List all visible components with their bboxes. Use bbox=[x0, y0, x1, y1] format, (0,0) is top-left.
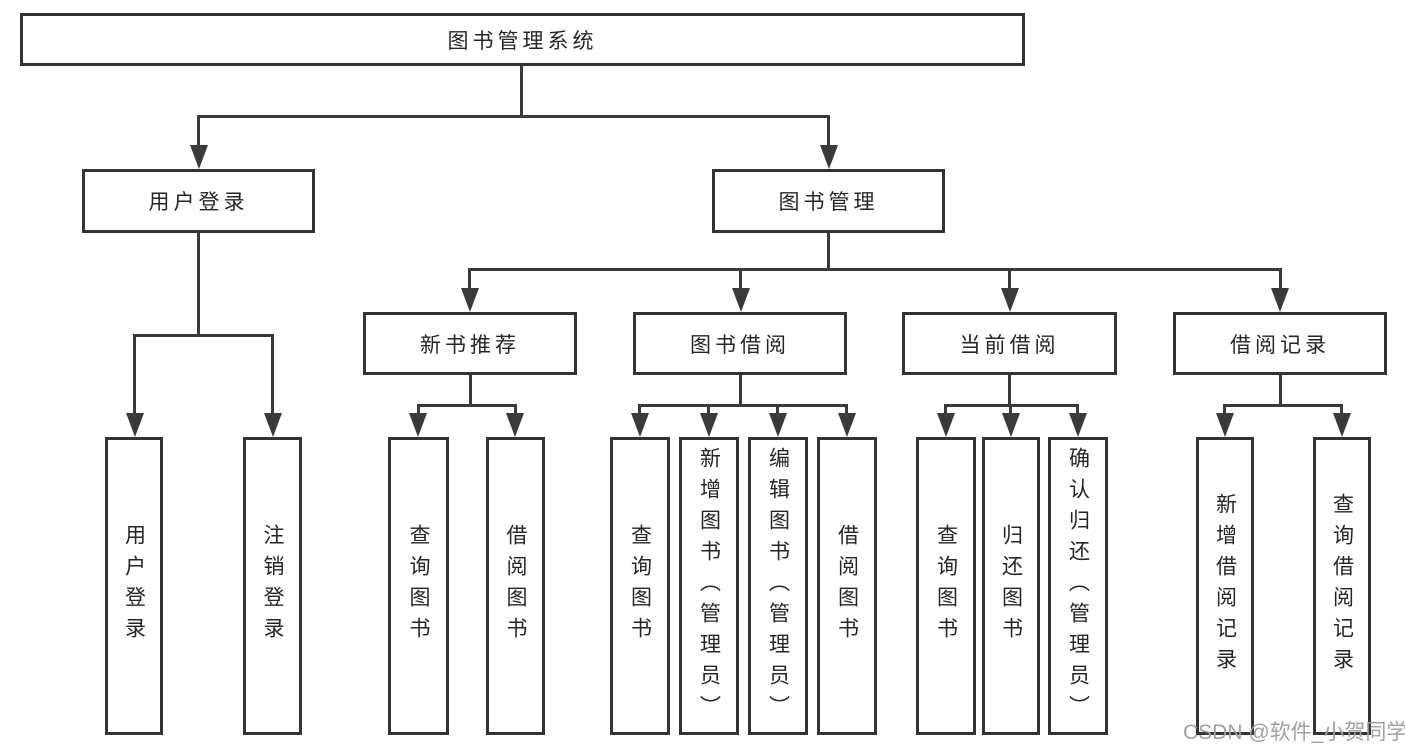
arrow-down-icon bbox=[769, 413, 787, 437]
node-label: 图书管理系统 bbox=[447, 29, 598, 53]
connector-vline bbox=[1340, 404, 1343, 416]
leaf-label: 注销登录 bbox=[261, 524, 284, 648]
leaf-label: 借阅图书 bbox=[504, 524, 527, 648]
connector-vline bbox=[638, 404, 641, 416]
connector-vline bbox=[271, 334, 274, 416]
leaf-label: 新增图书（管理员） bbox=[697, 446, 721, 726]
leaf-label: 查询图书 bbox=[934, 524, 958, 648]
connector-vline bbox=[520, 66, 523, 118]
connector-vline bbox=[707, 404, 710, 416]
connector-hline bbox=[638, 404, 848, 407]
leaf-borrow-books-borrow: 借阅图书 bbox=[817, 437, 877, 735]
connector-hline bbox=[468, 268, 1282, 271]
arrow-down-icon bbox=[1216, 413, 1234, 437]
node-label: 借阅记录 bbox=[1230, 333, 1330, 357]
leaf-edit-book-admin: 编辑图书（管理员） bbox=[748, 437, 808, 735]
connector-vline bbox=[469, 375, 472, 407]
leaf-label: 查询借阅记录 bbox=[1330, 493, 1354, 679]
arrow-down-icon bbox=[461, 288, 479, 312]
connector-vline bbox=[197, 115, 200, 148]
arrow-down-icon bbox=[838, 413, 856, 437]
connector-vline bbox=[827, 233, 830, 270]
connector-vline bbox=[1008, 375, 1011, 407]
arrow-down-icon bbox=[190, 145, 208, 169]
arrow-down-icon bbox=[1333, 413, 1351, 437]
connector-vline bbox=[776, 404, 779, 416]
leaf-query-books-borrow: 查询图书 bbox=[610, 437, 670, 735]
leaf-return-book: 归还图书 bbox=[982, 437, 1040, 735]
arrow-down-icon bbox=[820, 145, 838, 169]
node-label: 当前借阅 bbox=[959, 333, 1060, 357]
leaf-label: 确认归还（管理员） bbox=[1066, 446, 1090, 726]
watermark: CSDN @软件_小贺同学 bbox=[1183, 721, 1405, 744]
connector-hline bbox=[417, 404, 517, 407]
leaf-add-borrow-record: 新增借阅记录 bbox=[1196, 437, 1254, 735]
connector-hline bbox=[1223, 404, 1343, 407]
connector-vline bbox=[133, 334, 136, 416]
connector-vline bbox=[845, 404, 848, 416]
arrow-down-icon bbox=[732, 288, 750, 312]
arrow-down-icon bbox=[1001, 288, 1019, 312]
connector-vline bbox=[1279, 375, 1282, 407]
leaf-logout: 注销登录 bbox=[243, 437, 302, 735]
arrow-down-icon bbox=[700, 413, 718, 437]
connector-vline bbox=[1279, 268, 1282, 291]
connector-vline bbox=[739, 268, 742, 291]
node-label: 图书借阅 bbox=[690, 333, 790, 357]
node-current-borrow: 当前借阅 bbox=[902, 312, 1117, 375]
leaf-label: 新增借阅记录 bbox=[1213, 493, 1237, 679]
arrow-down-icon bbox=[506, 413, 524, 437]
arrow-down-icon bbox=[1271, 288, 1289, 312]
leaf-label: 归还图书 bbox=[999, 524, 1023, 648]
node-book-borrow: 图书借阅 bbox=[633, 312, 847, 375]
connector-vline bbox=[197, 233, 200, 336]
leaf-user-login: 用户登录 bbox=[105, 437, 163, 735]
connector-vline bbox=[1223, 404, 1226, 416]
leaf-label: 编辑图书（管理员） bbox=[766, 446, 790, 726]
leaf-query-books-recommend: 查询图书 bbox=[388, 437, 449, 735]
connector-hline bbox=[133, 334, 274, 337]
node-book-management: 图书管理 bbox=[712, 169, 945, 233]
arrow-down-icon bbox=[937, 413, 955, 437]
leaf-borrow-books-recommend: 借阅图书 bbox=[486, 437, 545, 735]
leaf-label: 用户登录 bbox=[122, 524, 146, 648]
node-new-book-recommend: 新书推荐 bbox=[363, 312, 577, 375]
connector-hline bbox=[197, 115, 830, 118]
arrow-down-icon bbox=[1069, 413, 1087, 437]
connector-vline bbox=[468, 268, 471, 291]
node-library-management-system: 图书管理系统 bbox=[20, 13, 1025, 66]
arrow-down-icon bbox=[264, 413, 282, 437]
connector-vline bbox=[1076, 404, 1079, 416]
connector-vline bbox=[1009, 404, 1012, 416]
leaf-query-books-current: 查询图书 bbox=[916, 437, 976, 735]
leaf-add-book-admin: 新增图书（管理员） bbox=[679, 437, 739, 735]
node-label: 用户登录 bbox=[148, 191, 249, 214]
leaf-confirm-return-admin: 确认归还（管理员） bbox=[1048, 437, 1108, 735]
connector-vline bbox=[417, 404, 420, 416]
arrow-down-icon bbox=[409, 413, 427, 437]
connector-vline bbox=[739, 375, 742, 407]
arrow-down-icon bbox=[1002, 413, 1020, 437]
node-label: 图书管理 bbox=[778, 191, 879, 214]
node-user-login: 用户登录 bbox=[82, 169, 315, 233]
leaf-label: 查询图书 bbox=[628, 524, 652, 648]
connector-vline bbox=[1008, 268, 1011, 291]
connector-vline bbox=[944, 404, 947, 416]
arrow-down-icon bbox=[631, 413, 649, 437]
connector-vline bbox=[827, 115, 830, 148]
node-label: 新书推荐 bbox=[420, 333, 520, 357]
connector-vline bbox=[514, 404, 517, 416]
leaf-label: 查询图书 bbox=[407, 524, 430, 648]
arrow-down-icon bbox=[126, 413, 144, 437]
leaf-label: 借阅图书 bbox=[835, 524, 859, 648]
node-borrow-records: 借阅记录 bbox=[1173, 312, 1387, 375]
leaf-query-borrow-record: 查询借阅记录 bbox=[1313, 437, 1371, 735]
